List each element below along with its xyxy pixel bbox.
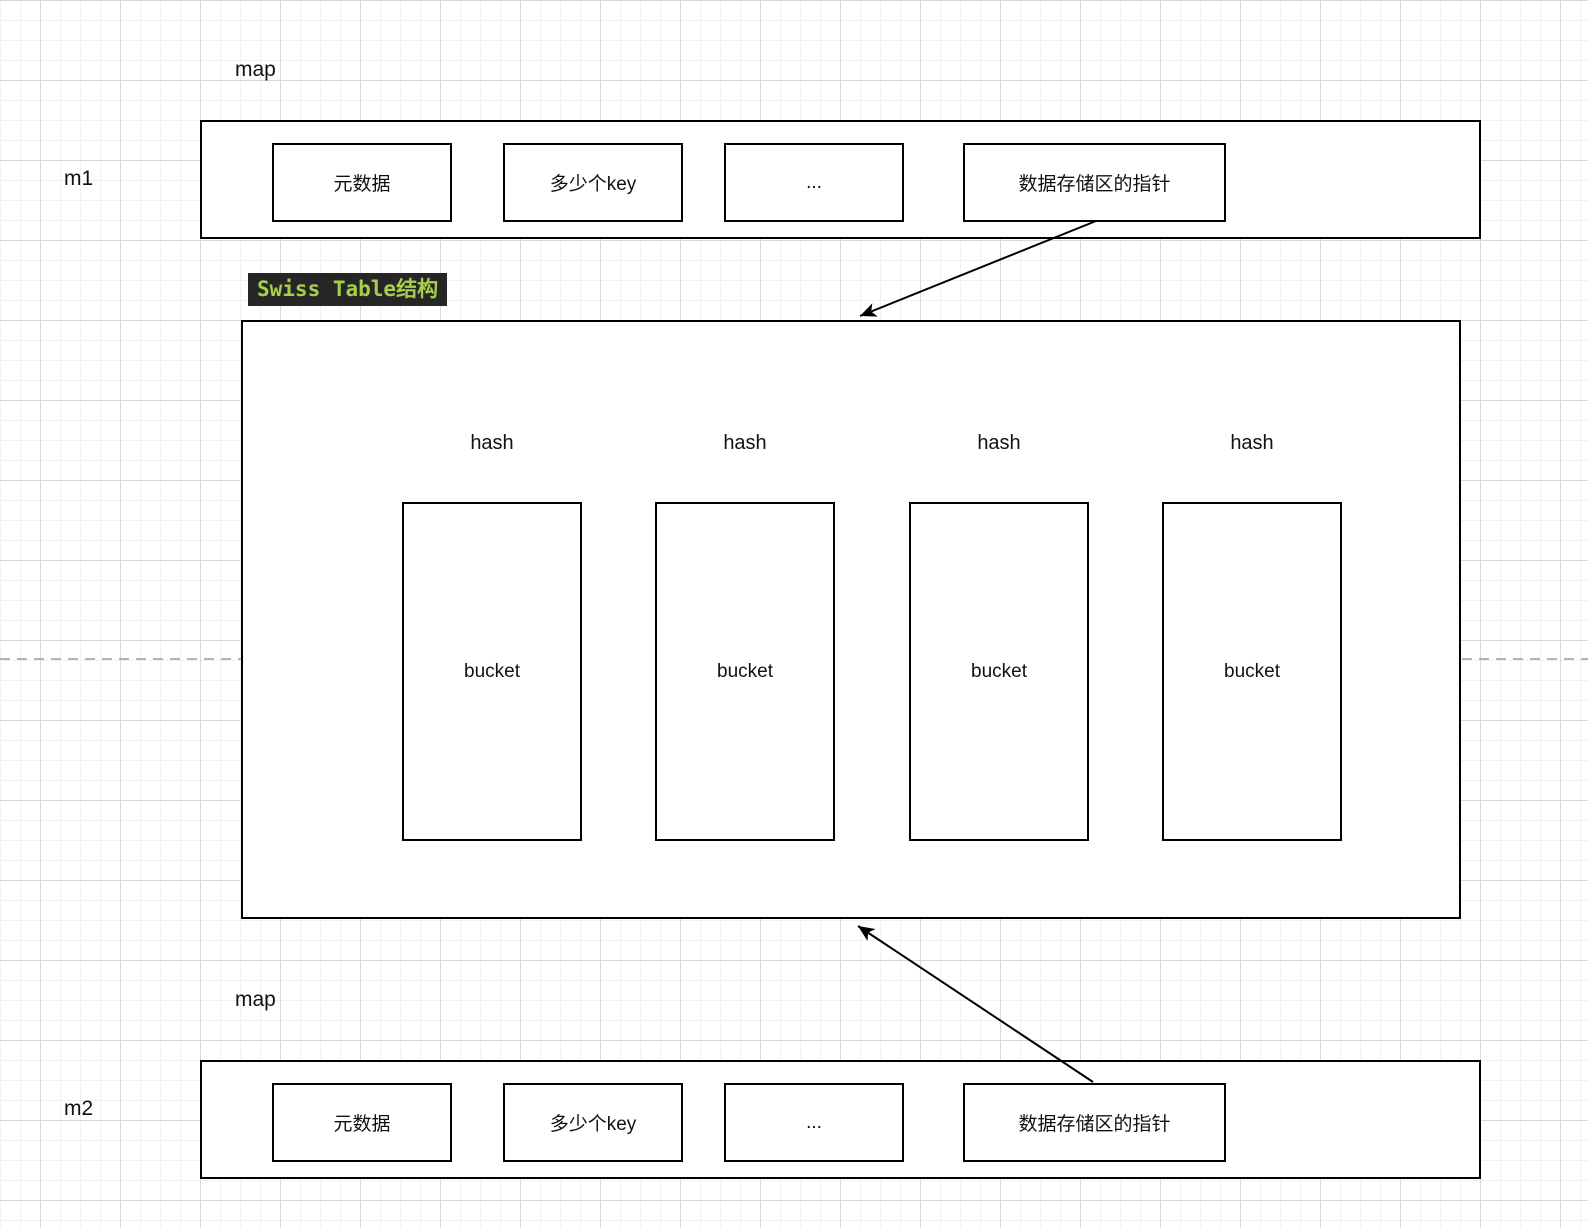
bucket-box: bucket [909, 502, 1089, 841]
m1-cell-data-pointer: 数据存储区的指针 [963, 143, 1226, 222]
m1-cell-ellipsis: ... [724, 143, 904, 222]
bucket-box: bucket [402, 502, 582, 841]
struct-name-m2: m2 [64, 1097, 94, 1120]
bucket-box: bucket [1162, 502, 1342, 841]
swiss-table-title: Swiss Table结构 [248, 273, 448, 306]
struct-name-m1: m1 [64, 167, 94, 190]
hash-label: hash [470, 432, 514, 454]
m1-cell-keycount: 多少个key [503, 143, 683, 222]
m2-cell-data-pointer: 数据存储区的指针 [963, 1083, 1226, 1162]
m2-cell-metadata: 元数据 [272, 1083, 452, 1162]
swiss-table-box: hash bucket hash bucket hash bucket hash… [241, 320, 1461, 919]
m2-cell-ellipsis: ... [724, 1083, 904, 1162]
hash-label: hash [1230, 432, 1274, 454]
m2-cell-keycount: 多少个key [503, 1083, 683, 1162]
bucket-box: bucket [655, 502, 835, 841]
m1-struct-box: 元数据 多少个key ... 数据存储区的指针 [200, 120, 1481, 239]
map-label-m2: map [235, 988, 276, 1011]
hash-label: hash [723, 432, 767, 454]
pointer-arrow-m2 [857, 925, 1094, 1083]
hash-label: hash [977, 432, 1021, 454]
map-label-m1: map [235, 58, 276, 81]
m1-cell-metadata: 元数据 [272, 143, 452, 222]
m2-struct-box: 元数据 多少个key ... 数据存储区的指针 [200, 1060, 1481, 1179]
